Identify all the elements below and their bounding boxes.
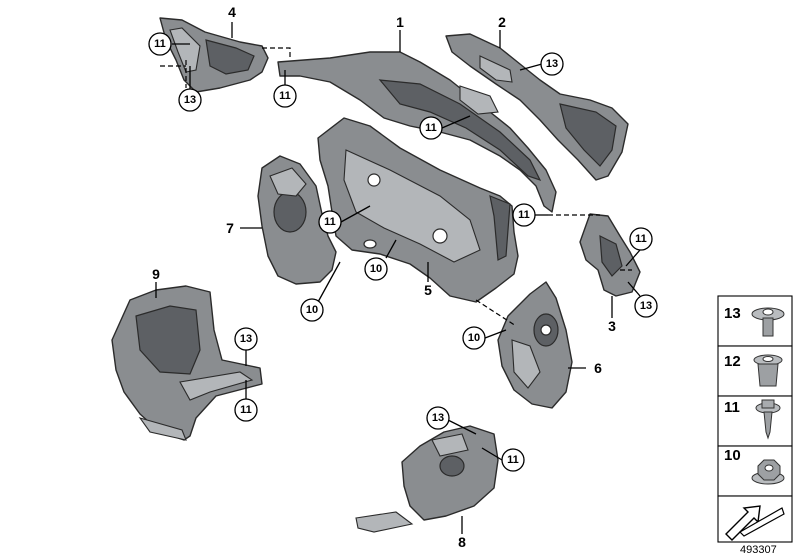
legend-number: 11 — [724, 399, 740, 416]
callout-11[interactable]: 11 — [234, 380, 258, 422]
expanding-nut-icon — [753, 354, 783, 387]
part-label-7: 7 — [226, 220, 234, 236]
callout-11[interactable]: 11 — [625, 227, 653, 267]
part-9-bracket[interactable] — [111, 285, 263, 441]
callout-10[interactable]: 10 — [364, 239, 397, 281]
part-2-duct[interactable] — [445, 33, 629, 181]
svg-text:11: 11 — [240, 404, 252, 416]
screw-clip-icon — [755, 399, 781, 440]
callout-11[interactable]: 11 — [318, 205, 371, 234]
part-label-4: 4 — [228, 4, 236, 20]
svg-text:13: 13 — [546, 58, 558, 70]
direction-arrow-box — [717, 495, 793, 543]
svg-text:10: 10 — [306, 304, 318, 316]
part-4-duct[interactable] — [159, 17, 269, 93]
callout-11[interactable]: 11 — [512, 203, 548, 227]
part-label-6: 6 — [594, 360, 602, 376]
svg-text:11: 11 — [425, 122, 437, 134]
legend-number: 13 — [724, 305, 741, 322]
legend-item-12[interactable]: 12 — [717, 345, 793, 397]
legend-number: 12 — [724, 353, 741, 370]
svg-text:11: 11 — [279, 90, 291, 102]
svg-text:13: 13 — [640, 300, 652, 312]
svg-text:13: 13 — [184, 94, 196, 106]
part-label-1: 1 — [396, 14, 404, 30]
hex-nut-icon — [751, 459, 785, 485]
part-label-9: 9 — [152, 266, 160, 282]
callout-13[interactable]: 13 — [627, 281, 658, 318]
svg-text:10: 10 — [468, 332, 480, 344]
part-label-8: 8 — [458, 534, 466, 550]
callout-10[interactable]: 10 — [300, 261, 341, 322]
legend-item-10[interactable]: 10 — [717, 445, 793, 497]
part-6-side-panel[interactable] — [497, 281, 573, 409]
callout-11[interactable]: 11 — [481, 447, 525, 472]
callout-11[interactable]: 11 — [419, 115, 471, 140]
part-label-2: 2 — [498, 14, 506, 30]
part-7-side-panel[interactable] — [257, 155, 337, 285]
callout-10[interactable]: 10 — [462, 326, 507, 350]
callout-13[interactable]: 13 — [178, 66, 202, 112]
svg-text:11: 11 — [507, 454, 519, 466]
callout-13[interactable]: 13 — [234, 327, 258, 366]
callout-11[interactable]: 11 — [273, 70, 297, 108]
direction-arrow-icon — [725, 505, 761, 541]
svg-text:13: 13 — [432, 412, 444, 424]
svg-text:10: 10 — [370, 263, 382, 275]
part-1-upper-panel[interactable] — [277, 51, 557, 213]
legend-item-11[interactable]: 11 — [717, 395, 793, 447]
legend-number: 10 — [724, 447, 741, 464]
push-rivet-icon — [751, 307, 785, 337]
svg-text:11: 11 — [518, 209, 530, 221]
part-5-bulkhead[interactable] — [317, 117, 519, 303]
legend-item-13[interactable]: 13 — [717, 295, 793, 347]
part-3-bracket[interactable] — [579, 213, 641, 297]
callout-13[interactable]: 13 — [426, 406, 477, 435]
reference-number: 493307 — [740, 544, 777, 556]
svg-text:13: 13 — [240, 333, 252, 345]
part-8-bracket[interactable] — [355, 425, 499, 533]
callout-13[interactable]: 13 — [519, 52, 564, 76]
svg-text:11: 11 — [635, 233, 647, 245]
part-label-5: 5 — [424, 282, 432, 298]
svg-text:11: 11 — [154, 38, 166, 50]
svg-text:11: 11 — [324, 216, 336, 228]
part-label-3: 3 — [608, 318, 616, 334]
callout-11[interactable]: 11 — [148, 32, 190, 56]
